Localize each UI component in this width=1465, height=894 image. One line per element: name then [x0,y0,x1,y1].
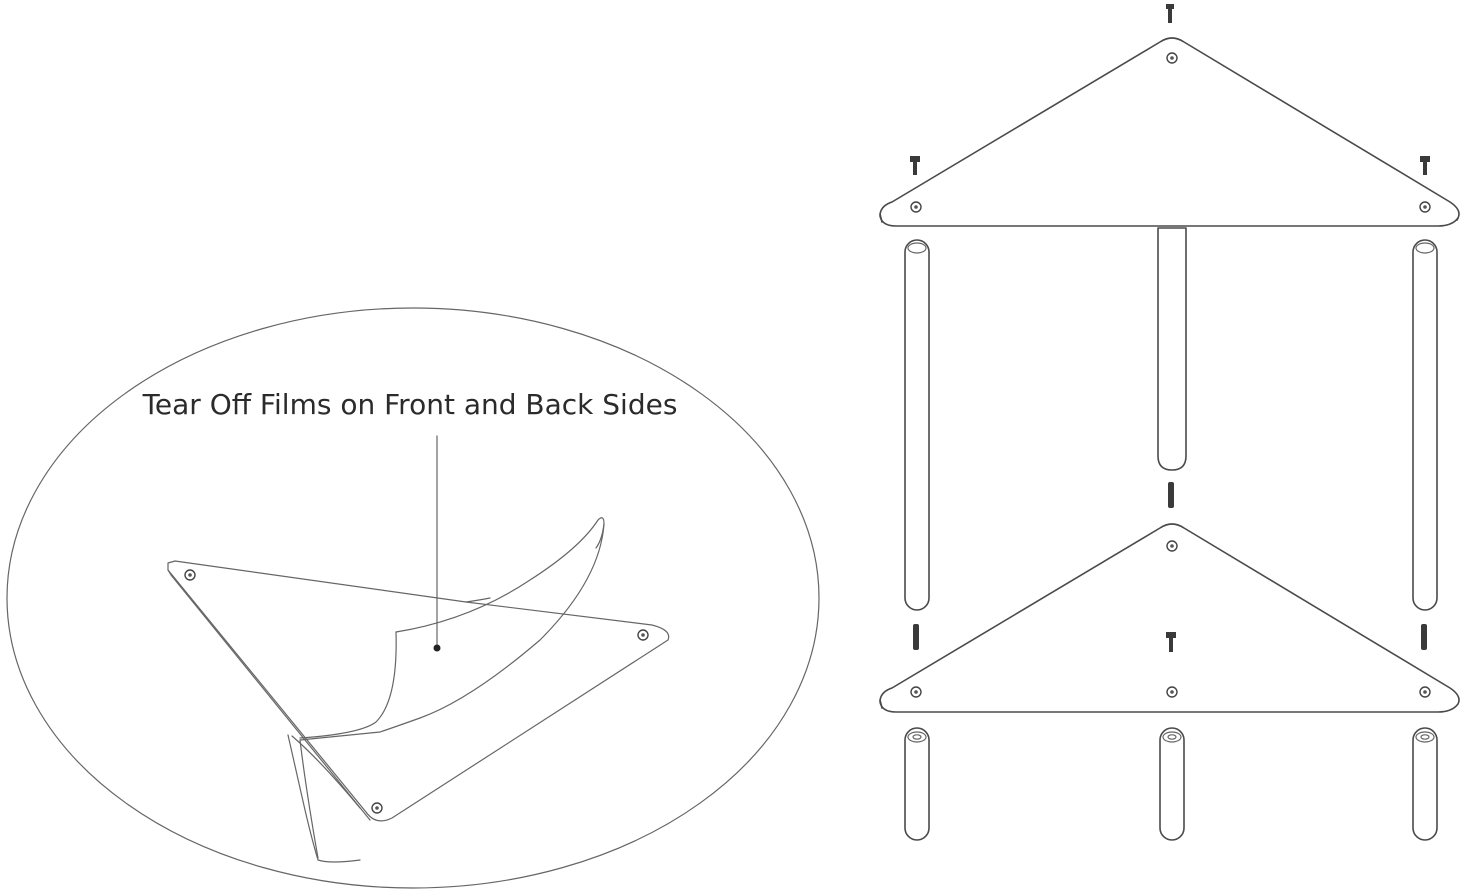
film-shelf-plate [167,560,670,822]
upper-leg-right [1412,239,1438,611]
connector-stud-left [913,624,919,650]
screw-middle-center [1166,632,1176,652]
peeled-film [299,517,605,741]
lower-leg-center [1159,727,1185,841]
screw-top-left [910,156,920,175]
film-shelf-drawing [167,517,670,863]
connector-stud-center [1168,482,1174,508]
connector-stud-right [1421,624,1427,650]
lower-leg-right [1412,727,1438,841]
upper-leg-left [904,239,930,611]
middle-shelf [879,523,1460,713]
film-detail-callout [6,307,820,889]
lower-leg-left [904,727,930,841]
screw-top-apex [1166,4,1174,23]
callout-ellipse [6,307,820,889]
leader-dot [433,644,441,652]
upper-leg-center [1157,227,1187,471]
screw-top-right [1420,156,1430,175]
callout-label-box: Tear Off Films on Front and Back Sides [100,388,720,432]
top-shelf [879,37,1460,227]
callout-label: Tear Off Films on Front and Back Sides [142,388,678,421]
exploded-assembly [879,4,1460,841]
